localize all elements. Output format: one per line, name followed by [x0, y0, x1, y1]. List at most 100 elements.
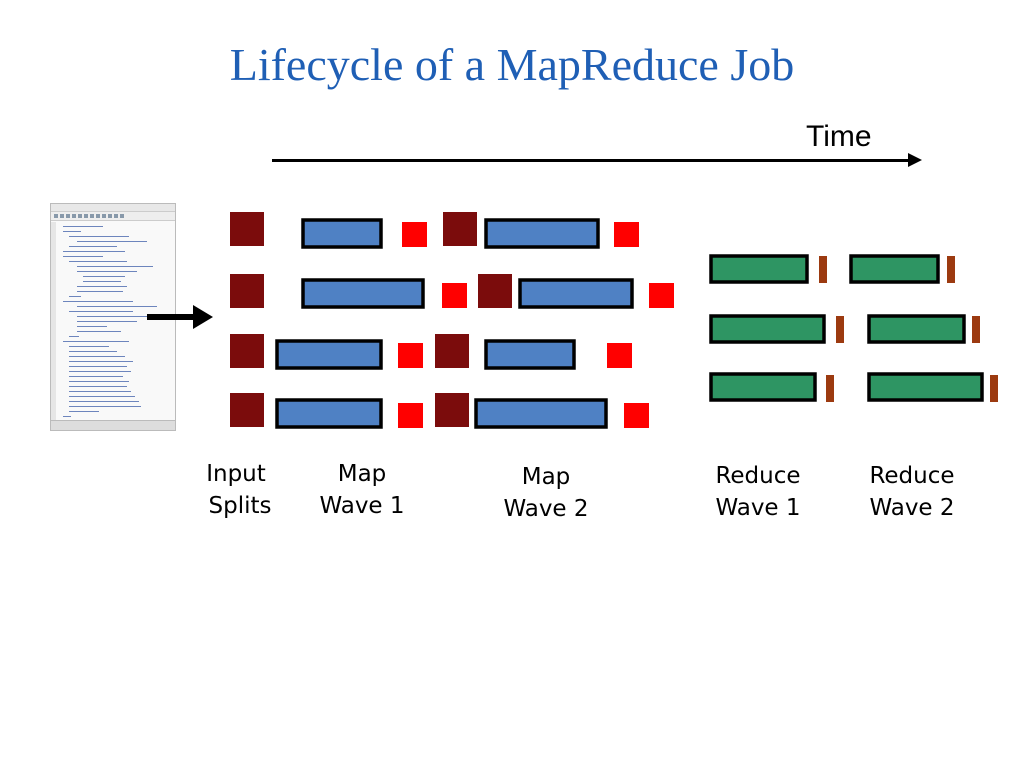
map-task-bar	[301, 218, 383, 249]
label-input-splits: Input Splits	[196, 458, 276, 522]
code-line	[69, 386, 127, 387]
code-line	[83, 276, 125, 277]
time-label: Time	[806, 120, 872, 153]
code-line	[63, 256, 103, 257]
label-reduce-wave-1: Reduce Wave 1	[704, 460, 812, 524]
map-task-bar	[275, 339, 383, 370]
reduce-output-marker	[826, 375, 834, 402]
code-line	[63, 301, 133, 302]
label-map-wave-2-line2: Wave 2	[503, 496, 589, 522]
map-task-bar	[474, 398, 608, 429]
time-arrow-icon	[908, 153, 922, 167]
label-input-splits-line2: Splits	[208, 493, 272, 519]
input-split-block	[230, 274, 264, 308]
label-reduce-wave-1-line1: Reduce	[715, 463, 801, 489]
flow-arrow-shaft	[147, 314, 197, 320]
map-task-bar	[484, 339, 576, 370]
reduce-output-marker	[990, 375, 998, 402]
reduce-output-marker	[819, 256, 827, 283]
map-output-block	[398, 343, 423, 368]
code-line	[83, 281, 121, 282]
label-reduce-wave-1-line2: Wave 1	[715, 495, 801, 521]
label-map-wave-1-line2: Wave 1	[319, 493, 405, 519]
code-line	[69, 381, 129, 382]
code-line	[69, 356, 125, 357]
label-reduce-wave-2-line1: Reduce	[869, 463, 955, 489]
time-arrow-line	[272, 159, 912, 162]
code-line	[77, 241, 147, 242]
code-line	[63, 231, 81, 232]
code-line	[77, 321, 137, 322]
map-task-bar	[518, 278, 634, 309]
label-map-wave-1: Map Wave 1	[312, 458, 412, 522]
input-split-block	[230, 212, 264, 246]
reduce-task-bar	[867, 314, 966, 344]
map-output-block	[402, 222, 427, 247]
map-task-bar	[484, 218, 600, 249]
code-line	[69, 366, 127, 367]
code-line	[77, 286, 127, 287]
map-output-block	[614, 222, 639, 247]
code-line	[69, 411, 99, 412]
code-line	[69, 336, 79, 337]
code-line	[69, 246, 117, 247]
map-output-block	[398, 403, 423, 428]
code-line	[77, 331, 121, 332]
input-split-block	[478, 274, 512, 308]
reduce-task-bar	[709, 314, 826, 344]
code-editor-gutter	[51, 222, 56, 420]
code-line	[69, 376, 123, 377]
code-line	[69, 236, 129, 237]
label-map-wave-1-line1: Map	[337, 461, 387, 487]
code-line	[77, 316, 147, 317]
label-map-wave-2: Map Wave 2	[496, 461, 596, 525]
code-line	[69, 396, 135, 397]
code-line	[69, 346, 109, 347]
code-line	[69, 361, 133, 362]
code-line	[77, 271, 137, 272]
code-editor-toolbar	[51, 212, 175, 221]
right-arrow-icon	[193, 305, 213, 329]
input-split-block	[230, 393, 264, 427]
map-output-block	[624, 403, 649, 428]
reduce-output-marker	[972, 316, 980, 343]
map-output-block	[649, 283, 674, 308]
code-line	[69, 391, 131, 392]
label-map-wave-2-line1: Map	[521, 464, 571, 490]
map-task-bar	[275, 398, 383, 429]
code-line	[69, 371, 131, 372]
code-line	[69, 406, 141, 407]
code-line	[77, 306, 157, 307]
input-split-block	[435, 393, 469, 427]
input-split-block	[443, 212, 477, 246]
reduce-task-bar	[709, 254, 809, 284]
code-line	[77, 326, 107, 327]
code-line	[77, 291, 123, 292]
code-line	[69, 261, 127, 262]
code-line	[63, 416, 71, 417]
map-task-bar	[301, 278, 425, 309]
code-line	[69, 401, 139, 402]
label-input-splits-line1: Input	[206, 461, 266, 487]
map-output-block	[607, 343, 632, 368]
code-line	[63, 341, 129, 342]
reduce-task-bar	[849, 254, 940, 284]
code-line	[69, 296, 81, 297]
reduce-output-marker	[836, 316, 844, 343]
code-line	[63, 226, 103, 227]
input-split-block	[230, 334, 264, 368]
code-editor-body	[51, 222, 175, 420]
code-editor-status-bar	[51, 420, 175, 430]
map-output-block	[442, 283, 467, 308]
reduce-output-marker	[947, 256, 955, 283]
code-line	[69, 311, 133, 312]
label-reduce-wave-2-line2: Wave 2	[869, 495, 955, 521]
code-line	[69, 351, 117, 352]
code-editor-menubar	[51, 204, 175, 212]
code-line	[63, 251, 125, 252]
slide-title: Lifecycle of a MapReduce Job	[229, 39, 795, 90]
input-split-block	[435, 334, 469, 368]
reduce-task-bar	[867, 372, 984, 402]
code-editor-thumbnail	[50, 203, 176, 431]
reduce-task-bar	[709, 372, 817, 402]
